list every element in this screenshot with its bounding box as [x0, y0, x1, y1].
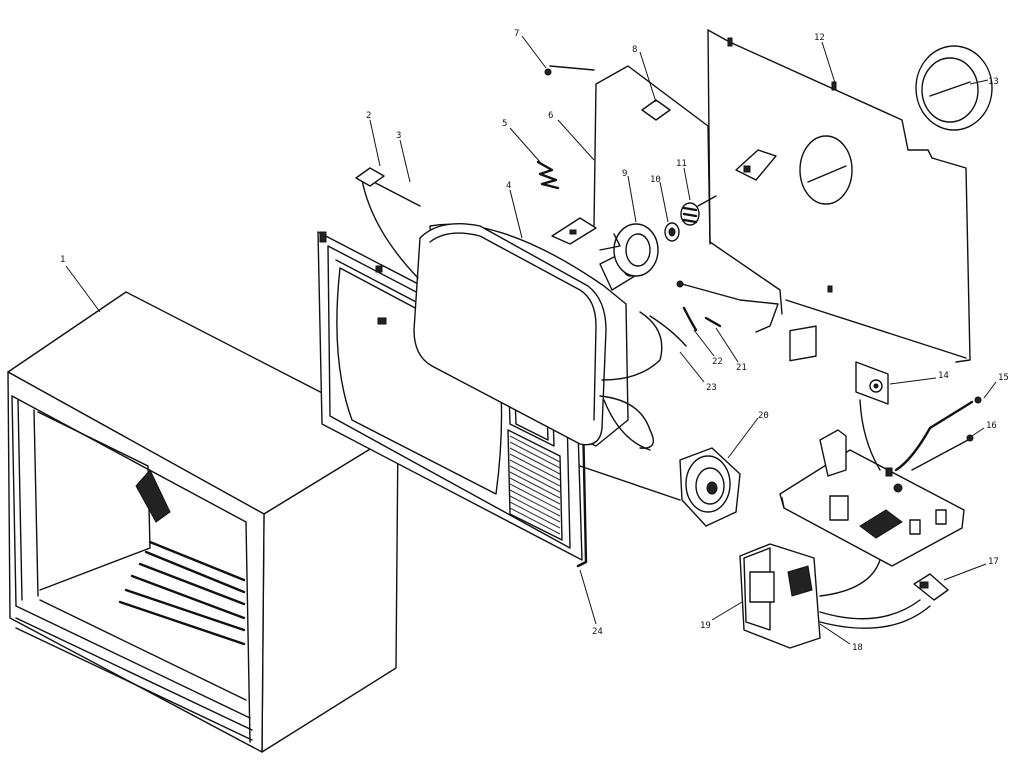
callouts: 1 2 3 4 5 6 7 8 9 10 11 12 13 14 15 16 1 — [60, 29, 1009, 653]
clip-part — [682, 306, 698, 332]
callout-23: 23 — [706, 383, 717, 393]
front-bezel-part — [317, 231, 588, 568]
callout-9: 9 — [622, 169, 627, 179]
power-module-part — [739, 543, 931, 649]
callout-15: 15 — [998, 373, 1009, 383]
callout-12: 12 — [814, 33, 825, 43]
callout-21: 21 — [736, 363, 747, 373]
callout-18: 18 — [852, 643, 863, 653]
callout-8: 8 — [632, 45, 637, 55]
cabinet-part — [7, 291, 399, 753]
deflection-yoke-part — [551, 217, 659, 277]
wire-harness-part — [649, 315, 687, 347]
rear-cover-part — [676, 29, 971, 363]
callout-19: 19 — [700, 621, 711, 631]
callout-20: 20 — [758, 411, 769, 421]
callout-14: 14 — [938, 371, 949, 381]
callout-11: 11 — [676, 159, 687, 169]
callout-7: 7 — [514, 29, 519, 39]
magnet-ring-part — [664, 222, 680, 242]
connector-part — [913, 573, 949, 601]
callout-22: 22 — [712, 357, 723, 367]
screw-part — [704, 316, 722, 328]
speaker-part — [579, 447, 741, 527]
grommet-part — [915, 45, 993, 131]
convergence-coil-part — [680, 195, 717, 226]
callout-13: 13 — [988, 77, 999, 87]
anode-spring-part — [536, 160, 560, 190]
callout-16: 16 — [986, 421, 997, 431]
callout-1: 1 — [60, 255, 65, 265]
callout-24: 24 — [592, 627, 603, 637]
main-board-part — [779, 325, 982, 567]
speaker-grille — [509, 435, 561, 535]
bracket-part — [355, 167, 385, 187]
callout-5: 5 — [502, 119, 507, 129]
callout-3: 3 — [396, 131, 401, 141]
callout-10: 10 — [650, 175, 661, 185]
callout-4: 4 — [506, 181, 511, 191]
callout-6: 6 — [548, 111, 553, 121]
callout-2: 2 — [366, 111, 371, 121]
callout-17: 17 — [988, 557, 999, 567]
